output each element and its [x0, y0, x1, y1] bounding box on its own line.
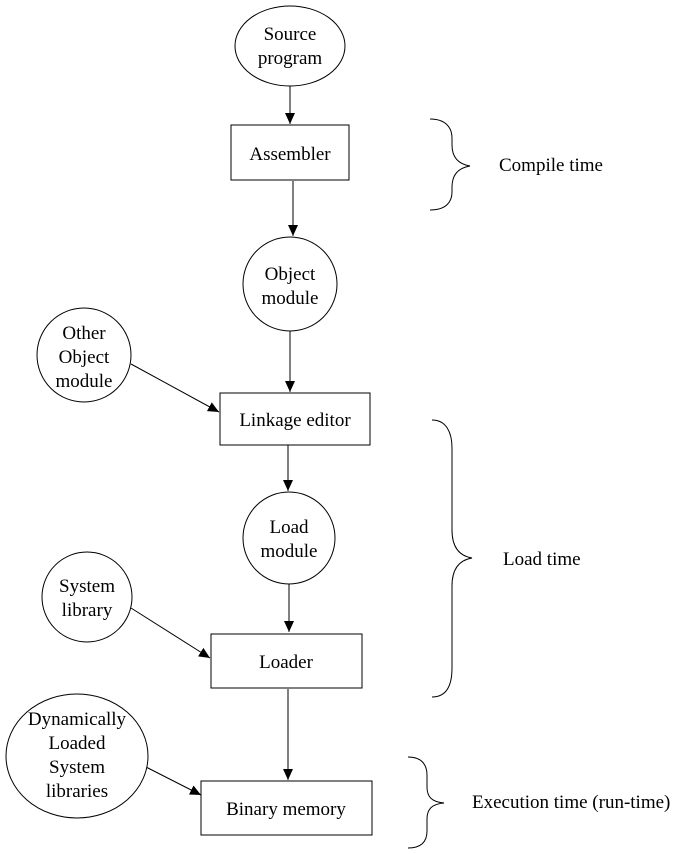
system-library-line-1: System	[59, 576, 115, 597]
system-library-line-2: library	[62, 600, 113, 621]
edge-other-to-linkage	[130, 363, 220, 413]
load-time-label: Load time	[503, 549, 581, 570]
compile-time-label: Compile time	[499, 155, 603, 176]
source-program-line-1: Source	[264, 24, 317, 45]
object-module-line-2: module	[262, 288, 319, 309]
node-system-library: System library	[41, 551, 133, 643]
execution-time-label: Execution time (run-time)	[472, 792, 670, 813]
load-module-line-2: module	[261, 541, 318, 562]
load-module-line-1: Load	[269, 517, 309, 538]
linkage-editor-label: Linkage editor	[239, 410, 351, 431]
assembler-label: Assembler	[249, 144, 331, 165]
other-object-module-line-3: module	[56, 371, 113, 392]
dynamic-libraries-line-2: Loaded	[49, 733, 106, 754]
execution-time-brace	[407, 756, 445, 849]
node-load-module: Load module	[242, 491, 336, 585]
node-binary-memory: Binary memory	[200, 780, 373, 836]
node-source-program: Source program	[234, 5, 346, 87]
dynamic-libraries-line-3: System	[49, 757, 105, 778]
node-loader: Loader	[210, 633, 363, 689]
compile-time-brace	[429, 118, 471, 211]
edge-dynlib-to-binary	[145, 766, 202, 796]
loader-label: Loader	[259, 652, 313, 673]
dynamic-libraries-line-1: Dynamically	[28, 709, 127, 730]
node-linkage-editor: Linkage editor	[219, 392, 371, 446]
dynamic-libraries-line-4: libraries	[46, 781, 108, 802]
node-dynamic-libraries: Dynamically Loaded System libraries	[5, 693, 149, 819]
object-module-line-1: Object	[265, 264, 316, 285]
node-object-module: Object module	[242, 236, 338, 332]
edge-syslib-to-loader	[130, 607, 211, 659]
binary-memory-label: Binary memory	[226, 799, 346, 820]
node-assembler: Assembler	[230, 124, 350, 181]
node-other-object-module: Other Object module	[36, 307, 132, 403]
source-program-line-2: program	[258, 48, 323, 69]
load-time-brace	[431, 419, 473, 698]
other-object-module-line-2: Object	[59, 347, 110, 368]
other-object-module-line-1: Other	[62, 323, 106, 344]
